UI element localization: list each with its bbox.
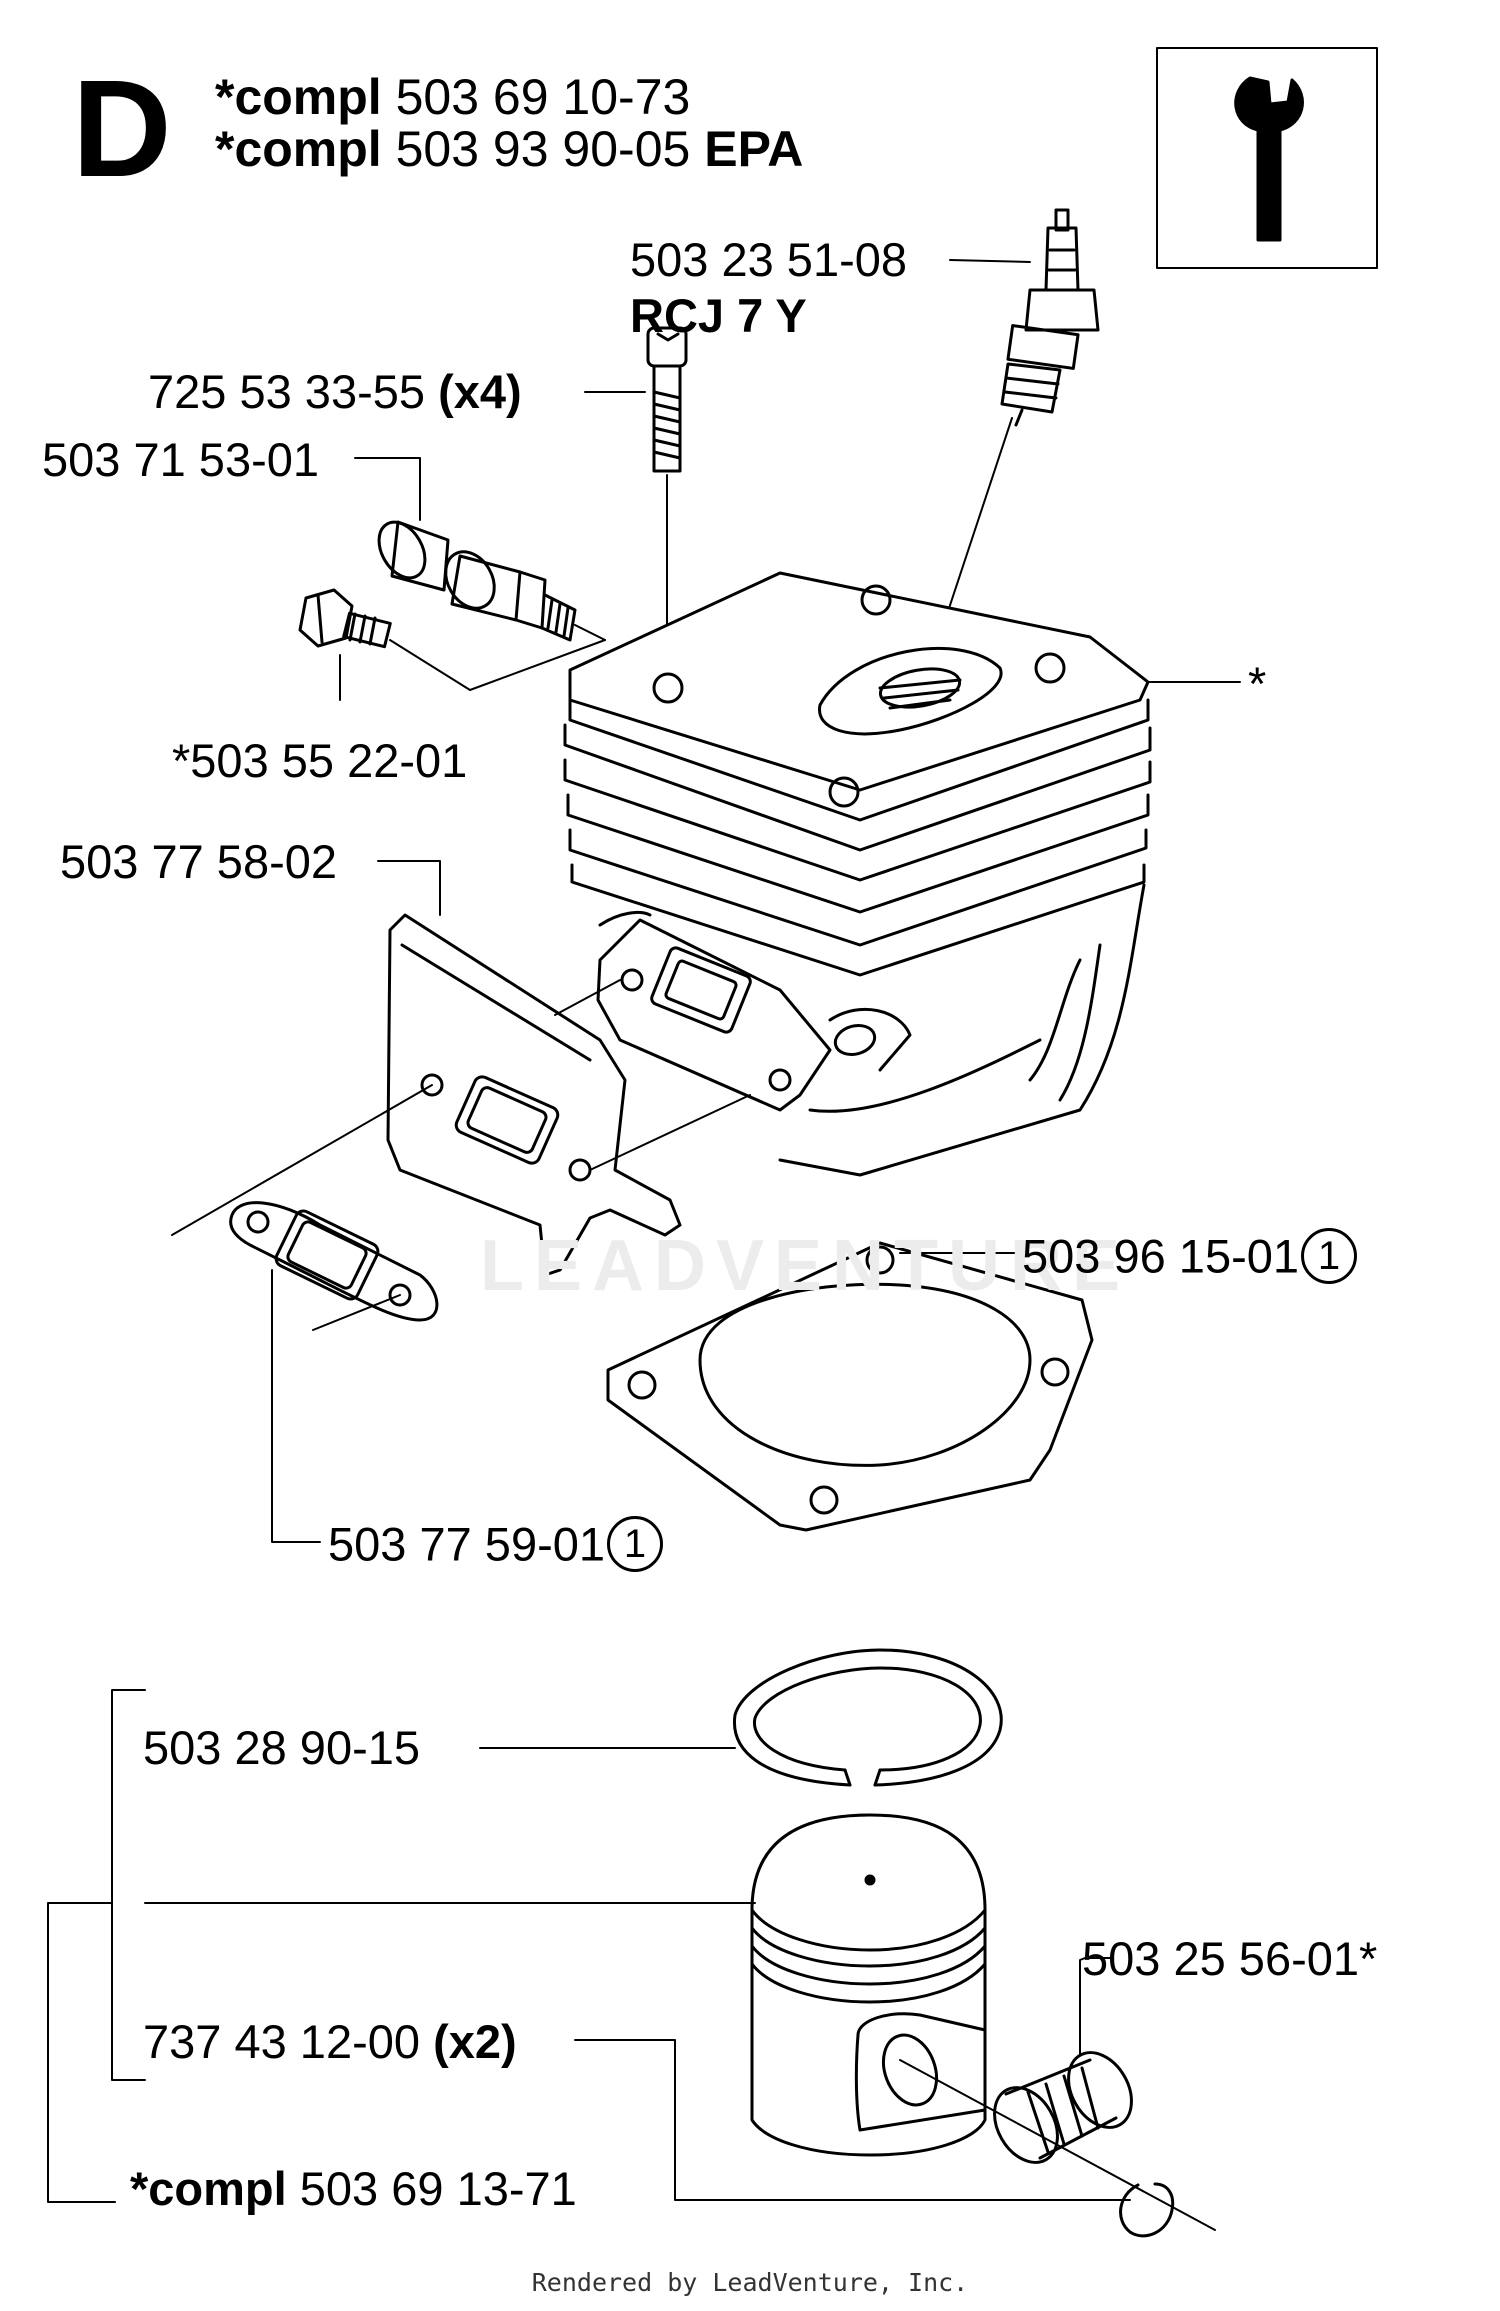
label-spark-plug: 503 23 51-08	[630, 233, 908, 286]
leader-circlip	[574, 2039, 1131, 2201]
piston	[750, 1813, 987, 2157]
label-bearing: 503 25 56-01*	[1082, 1932, 1378, 1985]
header-number-1: 503 69 10-73	[395, 69, 691, 125]
label-plate: 503 77 58-02	[60, 835, 338, 888]
label-circlip: 737 43 12-00 (x2)	[143, 2018, 517, 2065]
circlip	[1119, 2182, 1175, 2238]
plug-axis	[389, 639, 606, 691]
bracket-compl	[47, 1902, 116, 2203]
leader-muffler-gasket	[271, 1269, 321, 1543]
heat-shield-plate	[386, 913, 682, 1277]
header-line-1: *compl 503 69 10-73	[215, 72, 690, 122]
label-cylinder-marker: *	[1248, 657, 1267, 710]
label-piston-compl: *compl 503 69 13-71	[130, 2165, 577, 2212]
label-screw-qty: (x4)	[438, 365, 522, 418]
gasket-axis-2	[312, 1294, 401, 1331]
pin-axis	[899, 2059, 1216, 2231]
gasket-axis-1	[171, 1084, 433, 1236]
label-piston-compl-prefix: *compl	[130, 2162, 287, 2215]
watermark: LEADVENTURE	[480, 1226, 1131, 1306]
label-plug: *503 55 22-01	[172, 734, 468, 787]
needle-bearing	[993, 2051, 1133, 2164]
valve-axis	[574, 624, 606, 641]
label-valve: 503 71 53-01	[42, 433, 320, 486]
header-number-2: 503 93 90-05	[395, 121, 691, 177]
bracket-piston-kit	[111, 1689, 146, 2081]
note-circle-1: 1	[1301, 1228, 1358, 1284]
label-base-gasket-number: 503 96 15-01	[1022, 1229, 1300, 1283]
drain-plug	[298, 588, 392, 649]
label-ring: 503 28 90-15	[143, 1721, 421, 1774]
footer-credit: Rendered by LeadVenture, Inc.	[531, 2268, 969, 2297]
decompression-valve	[377, 520, 577, 642]
label-screw: 725 53 33-55 (x4)	[148, 368, 522, 415]
header-compl-2: *compl	[215, 121, 382, 177]
header-compl-1: *compl	[215, 69, 382, 125]
section-letter: D	[72, 52, 172, 206]
spark-plug	[1000, 208, 1100, 427]
piston-ring	[732, 1648, 1003, 1787]
leader-plate	[377, 860, 441, 916]
cylinder-screw	[646, 326, 688, 473]
label-circlip-number: 737 43 12-00	[143, 2015, 421, 2068]
label-muffler-gasket-number: 503 77 59-01	[328, 1517, 606, 1571]
label-spark-plug-type: RCJ 7 Y	[630, 289, 807, 342]
plate-axis-2	[589, 1094, 751, 1171]
leader-spark-plug	[949, 259, 1031, 263]
header-line-2: *compl 503 93 90-05 EPA	[215, 124, 803, 174]
muffler-gasket	[229, 1201, 439, 1322]
label-screw-number: 725 53 33-55	[148, 365, 426, 418]
leader-valve	[354, 457, 421, 521]
wrench-icon	[1156, 47, 1378, 269]
note-circle-2: 1	[607, 1516, 664, 1572]
label-piston-compl-number: 503 69 13-71	[299, 2162, 577, 2215]
header-epa: EPA	[704, 121, 804, 177]
cylinder-base-gasket	[606, 1241, 1094, 1532]
cylinder	[563, 571, 1152, 1177]
plate-axis-1	[554, 979, 621, 1016]
label-circlip-qty: (x2)	[433, 2015, 517, 2068]
leader-bearing	[1079, 1957, 1111, 2056]
